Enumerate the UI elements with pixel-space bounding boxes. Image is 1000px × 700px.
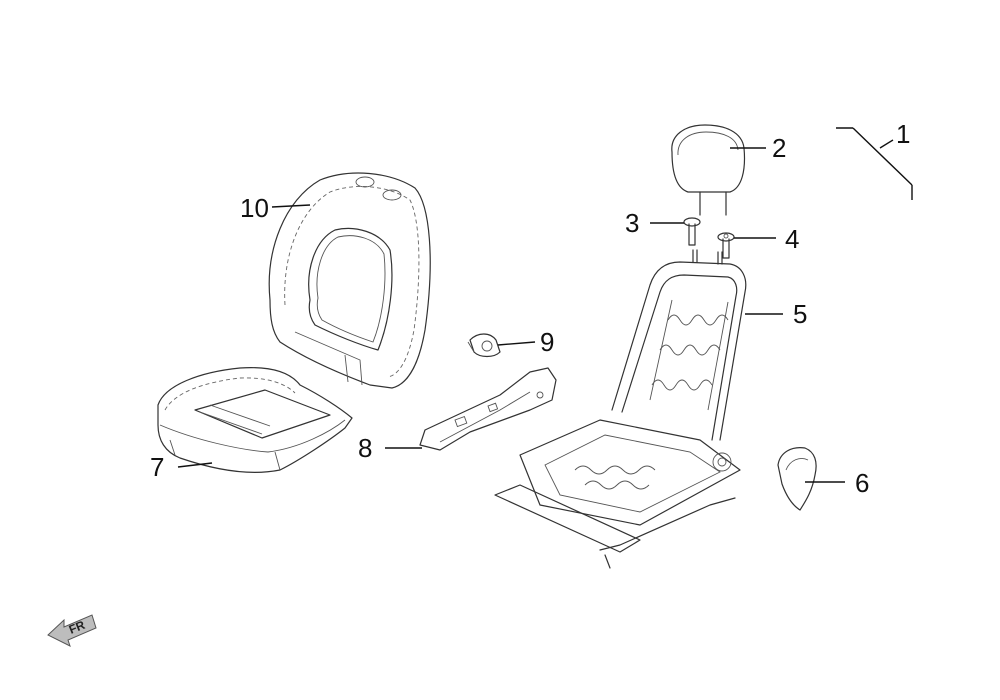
callout-label-4: 4	[785, 224, 799, 254]
callout-leader-10	[271, 204, 311, 208]
front-arrow-icon: FR	[47, 614, 97, 647]
callout-label-1: 1	[896, 119, 910, 149]
callout-label-6: 6	[855, 468, 869, 498]
callout-leader-9	[497, 341, 536, 346]
headrest-guide-left	[683, 217, 701, 246]
front-direction-label: FR	[67, 618, 87, 637]
callout-leader-7	[177, 462, 213, 468]
assembly-bracket	[836, 127, 913, 200]
seat-frame	[494, 249, 747, 569]
seatback-cover	[268, 172, 431, 389]
callout-label-8: 8	[358, 433, 372, 463]
callout-label-10: 10	[240, 193, 269, 223]
callout-label-2: 2	[772, 133, 786, 163]
callout-label-5: 5	[793, 299, 807, 329]
side-cover	[777, 447, 817, 511]
seat-cushion-cover	[157, 367, 353, 473]
side-shield-trim	[419, 367, 557, 451]
callout-label-3: 3	[625, 208, 639, 238]
callout-label-9: 9	[540, 327, 554, 357]
recline-knob	[467, 333, 501, 358]
callout-label-7: 7	[150, 452, 164, 482]
headrest-guide-right	[717, 232, 735, 259]
headrest	[671, 124, 746, 216]
